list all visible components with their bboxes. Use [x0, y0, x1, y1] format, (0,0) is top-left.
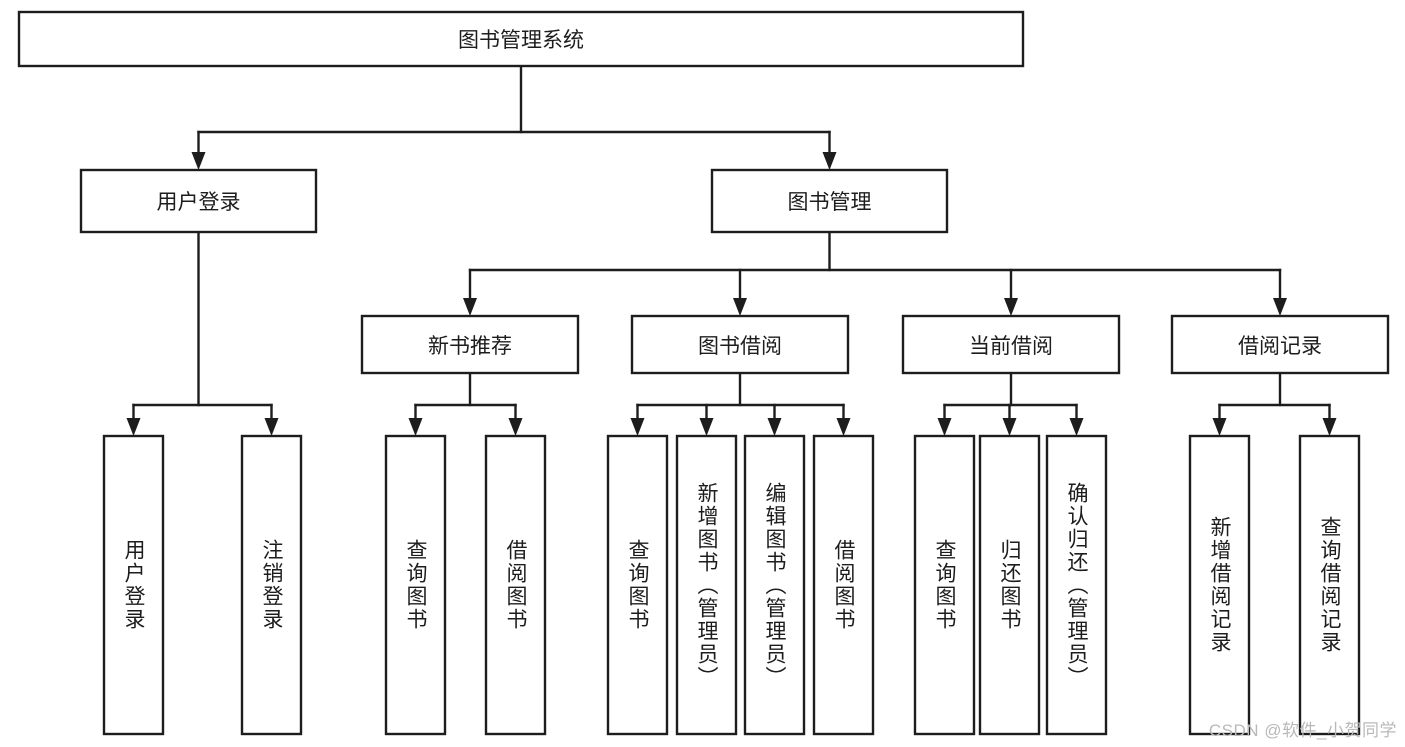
user-login-to-leaves-arrow-1: [264, 418, 279, 436]
node-leaf-add-record[interactable]: [1188, 434, 1251, 736]
book-borrow-to-leaves-arrow-3: [836, 418, 851, 436]
node-leaf-user-login[interactable]: [102, 434, 165, 736]
node-user-login[interactable]: [79, 168, 318, 234]
current-borrow-to-leaves-arrow-0: [937, 418, 952, 436]
node-leaf-return-book[interactable]: [978, 434, 1041, 736]
bookmanage-to-level3-arrow-1: [733, 298, 747, 316]
node-leaf-user-logout[interactable]: [240, 434, 303, 736]
root-to-level2-arrow-0: [191, 152, 206, 170]
book-borrow-to-leaves-arrow-2: [767, 418, 782, 436]
node-leaf-borrow-book-1[interactable]: [484, 434, 547, 736]
bookmanage-to-level3-arrow-0: [463, 298, 477, 316]
bookmanage-to-level3-arrow-2: [1004, 298, 1018, 316]
node-leaf-borrow-book-2[interactable]: [812, 434, 875, 736]
node-borrow-record[interactable]: [1170, 314, 1390, 375]
node-book-borrow[interactable]: [630, 314, 850, 375]
node-leaf-confirm-return-admin[interactable]: [1045, 434, 1108, 736]
node-leaf-edit-book-admin[interactable]: [743, 434, 806, 736]
new-book-recommend-to-leaves-arrow-1: [508, 418, 523, 436]
current-borrow-to-leaves-arrow-2: [1069, 418, 1084, 436]
node-leaf-query-book-2[interactable]: [606, 434, 669, 736]
current-borrow-to-leaves-arrow-1: [1002, 418, 1017, 436]
node-leaf-query-record[interactable]: [1298, 434, 1361, 736]
node-leaf-query-book-1[interactable]: [384, 434, 447, 736]
book-borrow-to-leaves-arrow-1: [699, 418, 714, 436]
node-leaf-query-book-3[interactable]: [913, 434, 976, 736]
node-current-borrow[interactable]: [901, 314, 1121, 375]
node-leaf-add-book-admin[interactable]: [675, 434, 738, 736]
box-layer: [17, 10, 1390, 736]
node-new-book-recommend[interactable]: [360, 314, 580, 375]
borrow-record-to-leaves-arrow-1: [1322, 418, 1337, 436]
borrow-record-to-leaves-arrow-0: [1212, 418, 1227, 436]
book-borrow-to-leaves-arrow-0: [630, 418, 645, 436]
new-book-recommend-to-leaves-arrow-0: [408, 418, 423, 436]
connector-layer: [126, 64, 1337, 436]
node-root[interactable]: [17, 10, 1025, 68]
watermark-text: CSDN @软件_小贺同学: [1208, 721, 1397, 740]
user-login-to-leaves-arrow-0: [126, 418, 141, 436]
node-book-manage[interactable]: [710, 168, 949, 234]
bookmanage-to-level3-arrow-3: [1273, 298, 1287, 316]
root-to-level2-arrow-1: [822, 152, 837, 170]
